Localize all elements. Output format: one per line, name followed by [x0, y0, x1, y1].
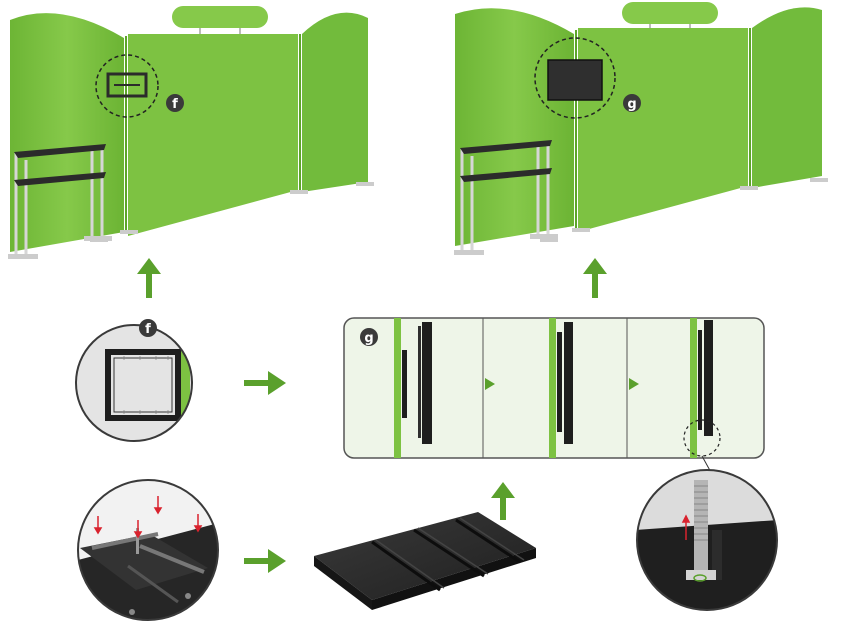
base-plate: [314, 512, 536, 610]
arrow-icon: [583, 258, 607, 298]
svg-text:g: g: [627, 97, 636, 112]
step-g-badge-top: g: [623, 94, 641, 112]
tv-screen: [548, 60, 602, 100]
svg-text:f: f: [145, 322, 151, 337]
base-detail-circle: [78, 480, 230, 638]
arrow-icon: [137, 258, 161, 298]
booth-left: f: [8, 6, 374, 259]
arrow-icon: [491, 482, 515, 520]
screw-zoom-circle: [636, 470, 778, 610]
step-f-badge: f: [139, 319, 157, 337]
step-f-badge-top: f: [166, 94, 184, 112]
tv-mount-steps-panel: g: [344, 318, 764, 476]
arrow-icon: [244, 549, 286, 573]
bracket-detail-circle: f: [76, 319, 208, 450]
svg-text:f: f: [172, 97, 178, 112]
arrow-icon: [244, 371, 286, 395]
step-g-badge: g: [360, 328, 378, 346]
booth-right: g: [454, 2, 828, 255]
svg-text:g: g: [364, 331, 373, 346]
